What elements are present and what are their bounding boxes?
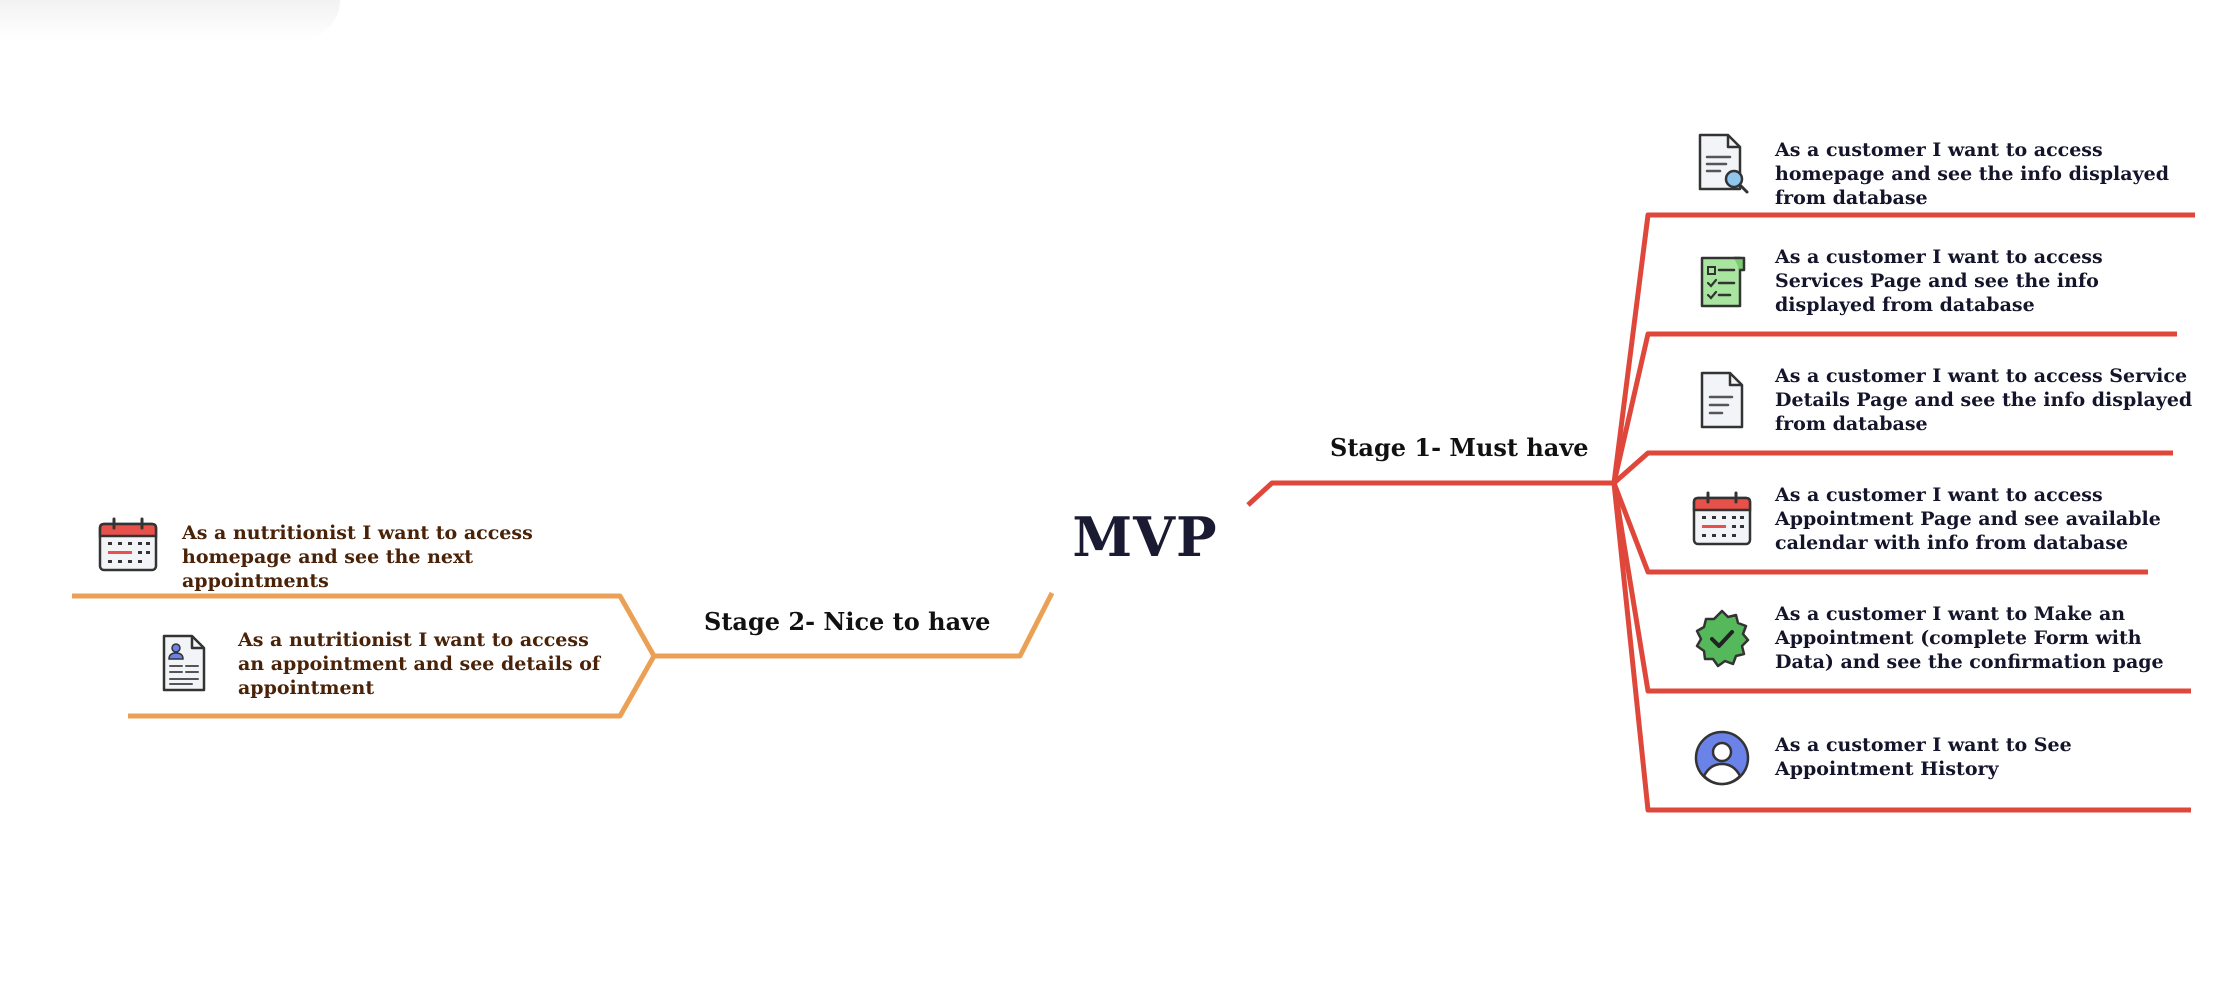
- stage1-item-6-text: As a customer I want to See Appointment …: [1775, 734, 2072, 780]
- stage2-label: Stage 2- Nice to have: [704, 607, 991, 636]
- stage2-item-2-text: As a nutritionist I want to access an ap…: [238, 629, 601, 699]
- stage1-connector-item-1: [1611, 212, 2195, 484]
- stage2-connector-item-2: [128, 654, 657, 719]
- stage1-connector-item-2: [1611, 331, 2177, 484]
- profile-document-icon: [162, 634, 206, 692]
- user-avatar-icon: [1694, 730, 1750, 786]
- stage1-item-4-text: As a customer I want to access Appointme…: [1775, 484, 2161, 554]
- stage1-connector-item-3: [1612, 450, 2173, 485]
- stage1-item-3-text: As a customer I want to access Service D…: [1775, 365, 2193, 435]
- stage1-item-2-text: As a customer I want to access Services …: [1775, 246, 2103, 316]
- calendar-icon: [98, 517, 158, 572]
- stage1-item-5-text: As a customer I want to Make an Appointm…: [1775, 603, 2164, 673]
- document-search-icon: [1698, 133, 1749, 194]
- stage1-main-connector: [1246, 480, 1614, 507]
- mind-map-root-title: MVP: [1072, 505, 1218, 569]
- stage1-connector-item-6: [1611, 482, 2191, 813]
- calendar-icon: [1692, 491, 1752, 546]
- document-icon: [1700, 371, 1744, 429]
- corner-shadow: [0, 0, 340, 40]
- stage2-item-1-text: As a nutritionist I want to access homep…: [182, 522, 533, 592]
- stage1-connector-item-4: [1611, 482, 2148, 575]
- stage2-connector-item-1: [72, 593, 657, 658]
- stage2-main-connector: [654, 591, 1055, 659]
- verified-badge-icon: [1695, 609, 1750, 668]
- stage1-connector-item-5: [1611, 482, 2191, 694]
- checklist-icon: [1700, 256, 1746, 308]
- stage1-item-1-text: As a customer I want to access homepage …: [1775, 139, 2169, 209]
- stage1-label: Stage 1- Must have: [1330, 433, 1589, 462]
